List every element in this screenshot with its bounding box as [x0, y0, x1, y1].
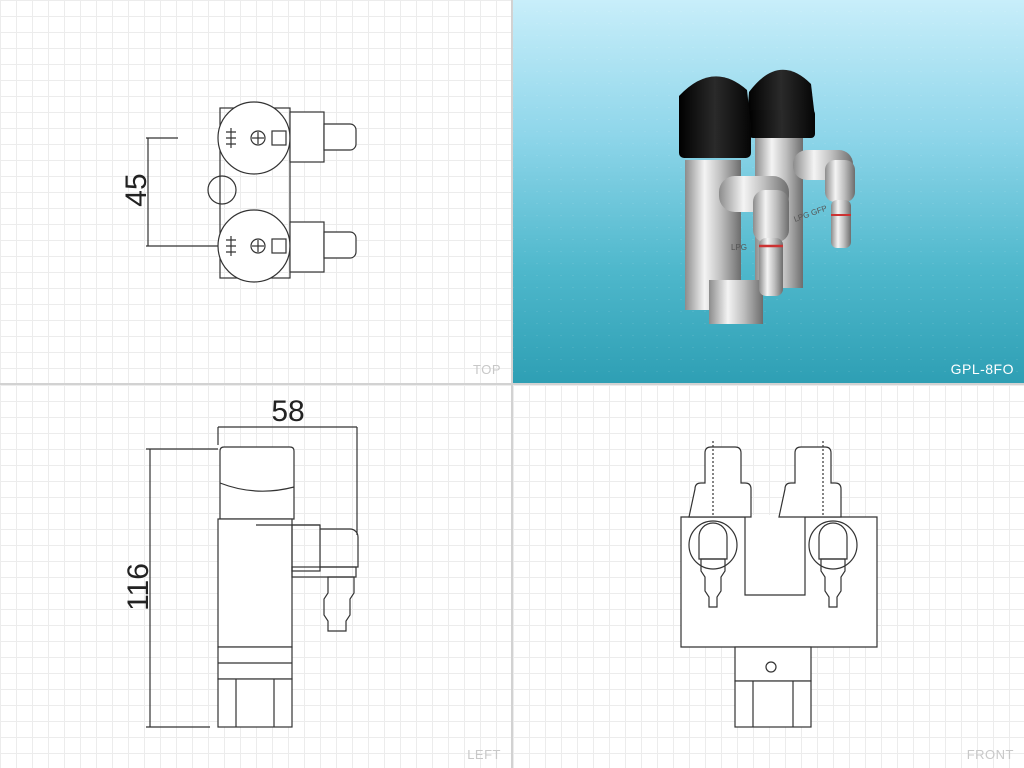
left-view-panel: 58 116 LEFT	[0, 385, 511, 768]
product-photo: LPG GFP LPG	[679, 69, 855, 324]
lower-indicator	[271, 238, 287, 254]
lower-screw-icon	[250, 238, 266, 254]
top-view-label: TOP	[473, 362, 501, 377]
elbow-outline	[320, 528, 359, 568]
left-view-label: LEFT	[467, 747, 501, 762]
left-hose-barb	[700, 558, 726, 608]
lower-outlet	[289, 221, 325, 273]
dimension-58-label: 58	[271, 395, 304, 428]
upper-indicator	[271, 130, 287, 146]
product-photo-panel: LPG GFP LPG GPL-8FO	[513, 0, 1024, 383]
left-outlet-ring	[688, 520, 738, 570]
lower-nozzle	[323, 231, 357, 259]
front-view-panel: FRONT	[513, 385, 1024, 768]
right-hose-barb	[820, 558, 846, 608]
dimension-45-label: 45	[120, 173, 153, 206]
upper-nozzle	[323, 123, 357, 151]
hose-barb	[323, 576, 355, 632]
knob-outline	[219, 446, 295, 520]
product-model-label: GPL-8FO	[950, 361, 1014, 377]
right-knob	[778, 446, 842, 518]
upper-outlet	[289, 111, 325, 163]
left-knob	[688, 446, 752, 518]
right-elbow	[818, 522, 848, 560]
lower-scale-mark	[226, 236, 236, 256]
knob-curve	[219, 482, 295, 492]
outlet-block	[291, 524, 321, 572]
upper-screw-icon	[250, 130, 266, 146]
left-view-drawing: 58 116	[122, 395, 359, 728]
left-elbow	[698, 522, 728, 560]
top-view-panel: 45 TOP	[0, 0, 511, 383]
dimension-116-label: 116	[122, 563, 155, 611]
front-valve-marking: LPG	[731, 243, 747, 252]
nut-lower	[217, 678, 293, 728]
manifold-notch	[744, 515, 806, 596]
horizontal-divider	[0, 383, 1024, 385]
base-nut	[734, 680, 812, 728]
body-outline	[217, 518, 293, 648]
right-outlet-ring	[808, 520, 858, 570]
top-view-drawing: 45	[120, 101, 357, 283]
base-hole	[765, 661, 777, 673]
center-boss	[207, 175, 237, 205]
front-view-drawing	[680, 441, 878, 728]
base-stem	[734, 646, 812, 682]
upper-scale-mark	[226, 128, 236, 148]
front-view-label: FRONT	[966, 747, 1014, 762]
elbow-collar	[291, 566, 357, 578]
front-valve: LPG	[679, 76, 789, 324]
